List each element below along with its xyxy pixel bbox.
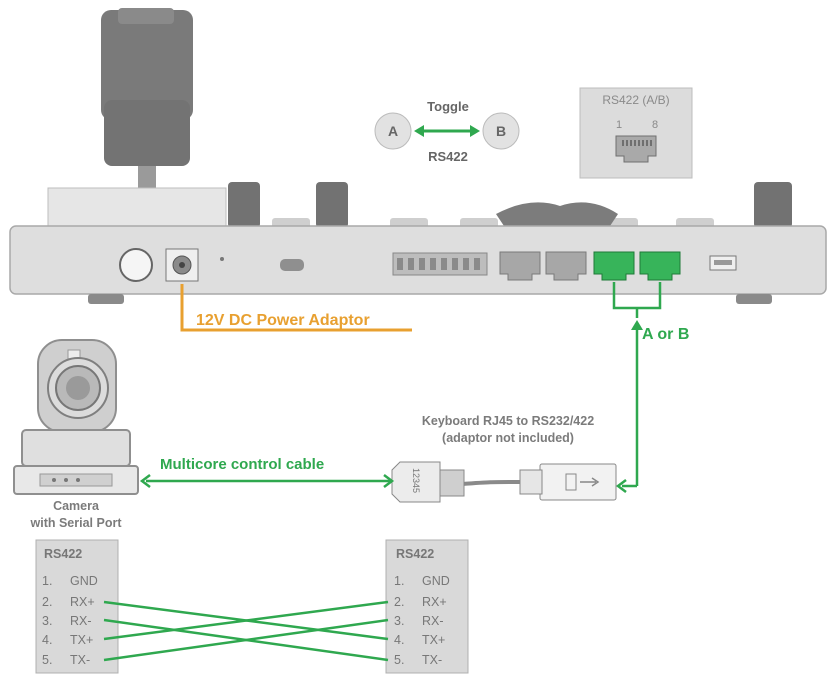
- adaptor-label-line2: (adaptor not included): [442, 431, 574, 445]
- toggle-top-label: Toggle: [427, 99, 469, 114]
- rs422-box-pin-first: 1: [616, 119, 622, 131]
- right-row-sig: RX+: [422, 595, 447, 609]
- multicore-cable: [139, 474, 395, 488]
- right-row-num: 3.: [394, 614, 404, 628]
- rj45-port-gray-1: [499, 251, 541, 281]
- rs422-port-b: [639, 251, 681, 281]
- power-line: [180, 284, 412, 332]
- rs422-port-a: [593, 251, 635, 281]
- power-adaptor-label: 12V DC Power Adaptor: [196, 312, 370, 329]
- left-row-sig: TX+: [70, 633, 93, 647]
- left-row-num: 2.: [42, 595, 52, 609]
- joystick-handle: [101, 10, 193, 120]
- right-row-num: 1.: [394, 574, 404, 588]
- left-row-sig: TX-: [70, 653, 90, 667]
- left-row-num: 3.: [42, 614, 52, 628]
- knob-3: [754, 182, 792, 228]
- left-row-num: 5.: [42, 653, 52, 667]
- knob-1: [228, 182, 260, 228]
- adaptor-pin-numbers: 12345: [411, 468, 421, 493]
- terminal-block: [392, 252, 488, 276]
- right-rs422-table-bg: [385, 539, 469, 674]
- ptz-camera: [13, 339, 139, 495]
- adaptor-label-line1: Keyboard RJ45 to RS232/422: [422, 414, 594, 428]
- left-row-sig: GND: [70, 574, 98, 588]
- right-row-num: 4.: [394, 633, 404, 647]
- toggle-b-circle: [482, 112, 520, 150]
- crossover-wires: [103, 600, 389, 662]
- right-row-num: 2.: [394, 595, 404, 609]
- toggle-a-label: A: [388, 123, 398, 139]
- power-button: [119, 248, 153, 282]
- camera-label-line2: with Serial Port: [30, 516, 123, 530]
- controller-keyboard: [9, 8, 827, 304]
- rs422-box-pin-last: 8: [652, 119, 658, 131]
- left-row-num: 4.: [42, 633, 52, 647]
- ab-connection: [612, 282, 662, 493]
- left-row-num: 1.: [42, 574, 52, 588]
- left-row-sig: RX-: [70, 614, 92, 628]
- a-or-b-label: A or B: [642, 326, 689, 343]
- knob-2: [316, 182, 348, 228]
- rs422-box-title: RS422 (A/B): [602, 93, 669, 107]
- left-rs422-table-bg: [35, 539, 119, 674]
- toggle-b-label: B: [496, 123, 506, 139]
- right-row-num: 5.: [394, 653, 404, 667]
- rj45-port-gray-2: [545, 251, 587, 281]
- camera-label-line1: Camera: [53, 499, 100, 513]
- left-row-sig: RX+: [70, 595, 95, 609]
- left-table-title: RS422: [44, 547, 82, 561]
- rj45-adaptor: [391, 461, 617, 503]
- right-table-title: RS422: [396, 547, 434, 561]
- toggle-indicator: [374, 112, 520, 150]
- toggle-bottom-label: RS422: [428, 149, 468, 164]
- usb-port: [280, 259, 304, 271]
- right-row-sig: TX-: [422, 653, 442, 667]
- right-row-sig: RX-: [422, 614, 444, 628]
- left-table-rows: 1. GND 2. RX+ 3. RX- 4. TX+ 5. TX-: [42, 574, 98, 667]
- right-table-rows: 1. GND 2. RX+ 3. RX- 4. TX+ 5. TX-: [394, 574, 450, 667]
- right-row-sig: TX+: [422, 633, 445, 647]
- toggle-a-circle: [374, 112, 412, 150]
- rs422-port-box: [579, 87, 693, 179]
- multicore-cable-label: Multicore control cable: [160, 456, 324, 473]
- right-row-sig: GND: [422, 574, 450, 588]
